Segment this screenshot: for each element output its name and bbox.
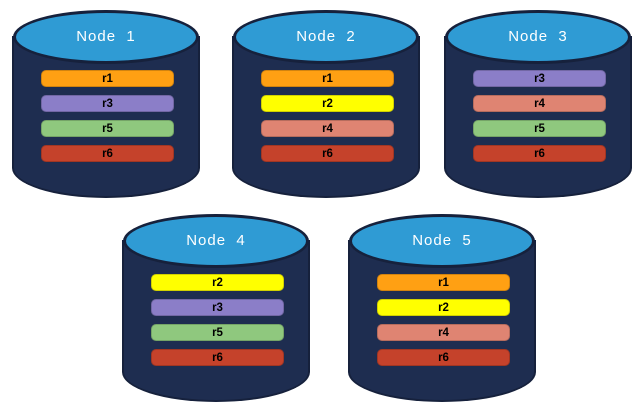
replica-list: r1 r2 r4 r6 bbox=[261, 70, 394, 162]
node-title: Node 1 bbox=[76, 27, 136, 45]
replica-bar: r2 bbox=[261, 95, 394, 112]
node-title: Node 5 bbox=[412, 231, 472, 249]
replica-bar: r3 bbox=[473, 70, 606, 87]
cylinder-top: Node 3 bbox=[445, 10, 631, 64]
cylinder-top: Node 2 bbox=[233, 10, 419, 64]
replica-list: r1 r2 r4 r6 bbox=[377, 274, 510, 366]
replica-bar: r4 bbox=[377, 324, 510, 341]
database-node: Node 2 r1 r2 r4 r6 bbox=[232, 8, 420, 200]
database-node: Node 5 r1 r2 r4 r6 bbox=[348, 212, 536, 404]
node-title: Node 4 bbox=[186, 231, 246, 249]
replica-list: r3 r4 r5 r6 bbox=[473, 70, 606, 162]
database-node: Node 4 r2 r3 r5 r6 bbox=[122, 212, 310, 404]
replica-bar: r3 bbox=[151, 299, 284, 316]
replica-list: r1 r3 r5 r6 bbox=[41, 70, 174, 162]
replica-bar: r5 bbox=[41, 120, 174, 137]
replica-bar: r6 bbox=[151, 349, 284, 366]
replica-bar: r6 bbox=[261, 145, 394, 162]
node-title: Node 3 bbox=[508, 27, 568, 45]
replica-bar: r6 bbox=[377, 349, 510, 366]
replica-bar: r1 bbox=[41, 70, 174, 87]
replica-bar: r2 bbox=[151, 274, 284, 291]
cylinder-top: Node 4 bbox=[123, 214, 309, 268]
replica-bar: r4 bbox=[473, 95, 606, 112]
database-node: Node 3 r3 r4 r5 r6 bbox=[444, 8, 632, 200]
replica-list: r2 r3 r5 r6 bbox=[151, 274, 284, 366]
node-title: Node 2 bbox=[296, 27, 356, 45]
replica-bar: r3 bbox=[41, 95, 174, 112]
replica-bar: r2 bbox=[377, 299, 510, 316]
replica-bar: r6 bbox=[41, 145, 174, 162]
replica-bar: r1 bbox=[377, 274, 510, 291]
replica-bar: r5 bbox=[473, 120, 606, 137]
replica-bar: r4 bbox=[261, 120, 394, 137]
replica-bar: r5 bbox=[151, 324, 284, 341]
replica-bar: r1 bbox=[261, 70, 394, 87]
cylinder-top: Node 1 bbox=[13, 10, 199, 64]
replica-bar: r6 bbox=[473, 145, 606, 162]
database-node: Node 1 r1 r3 r5 r6 bbox=[12, 8, 200, 200]
cylinder-top: Node 5 bbox=[349, 214, 535, 268]
